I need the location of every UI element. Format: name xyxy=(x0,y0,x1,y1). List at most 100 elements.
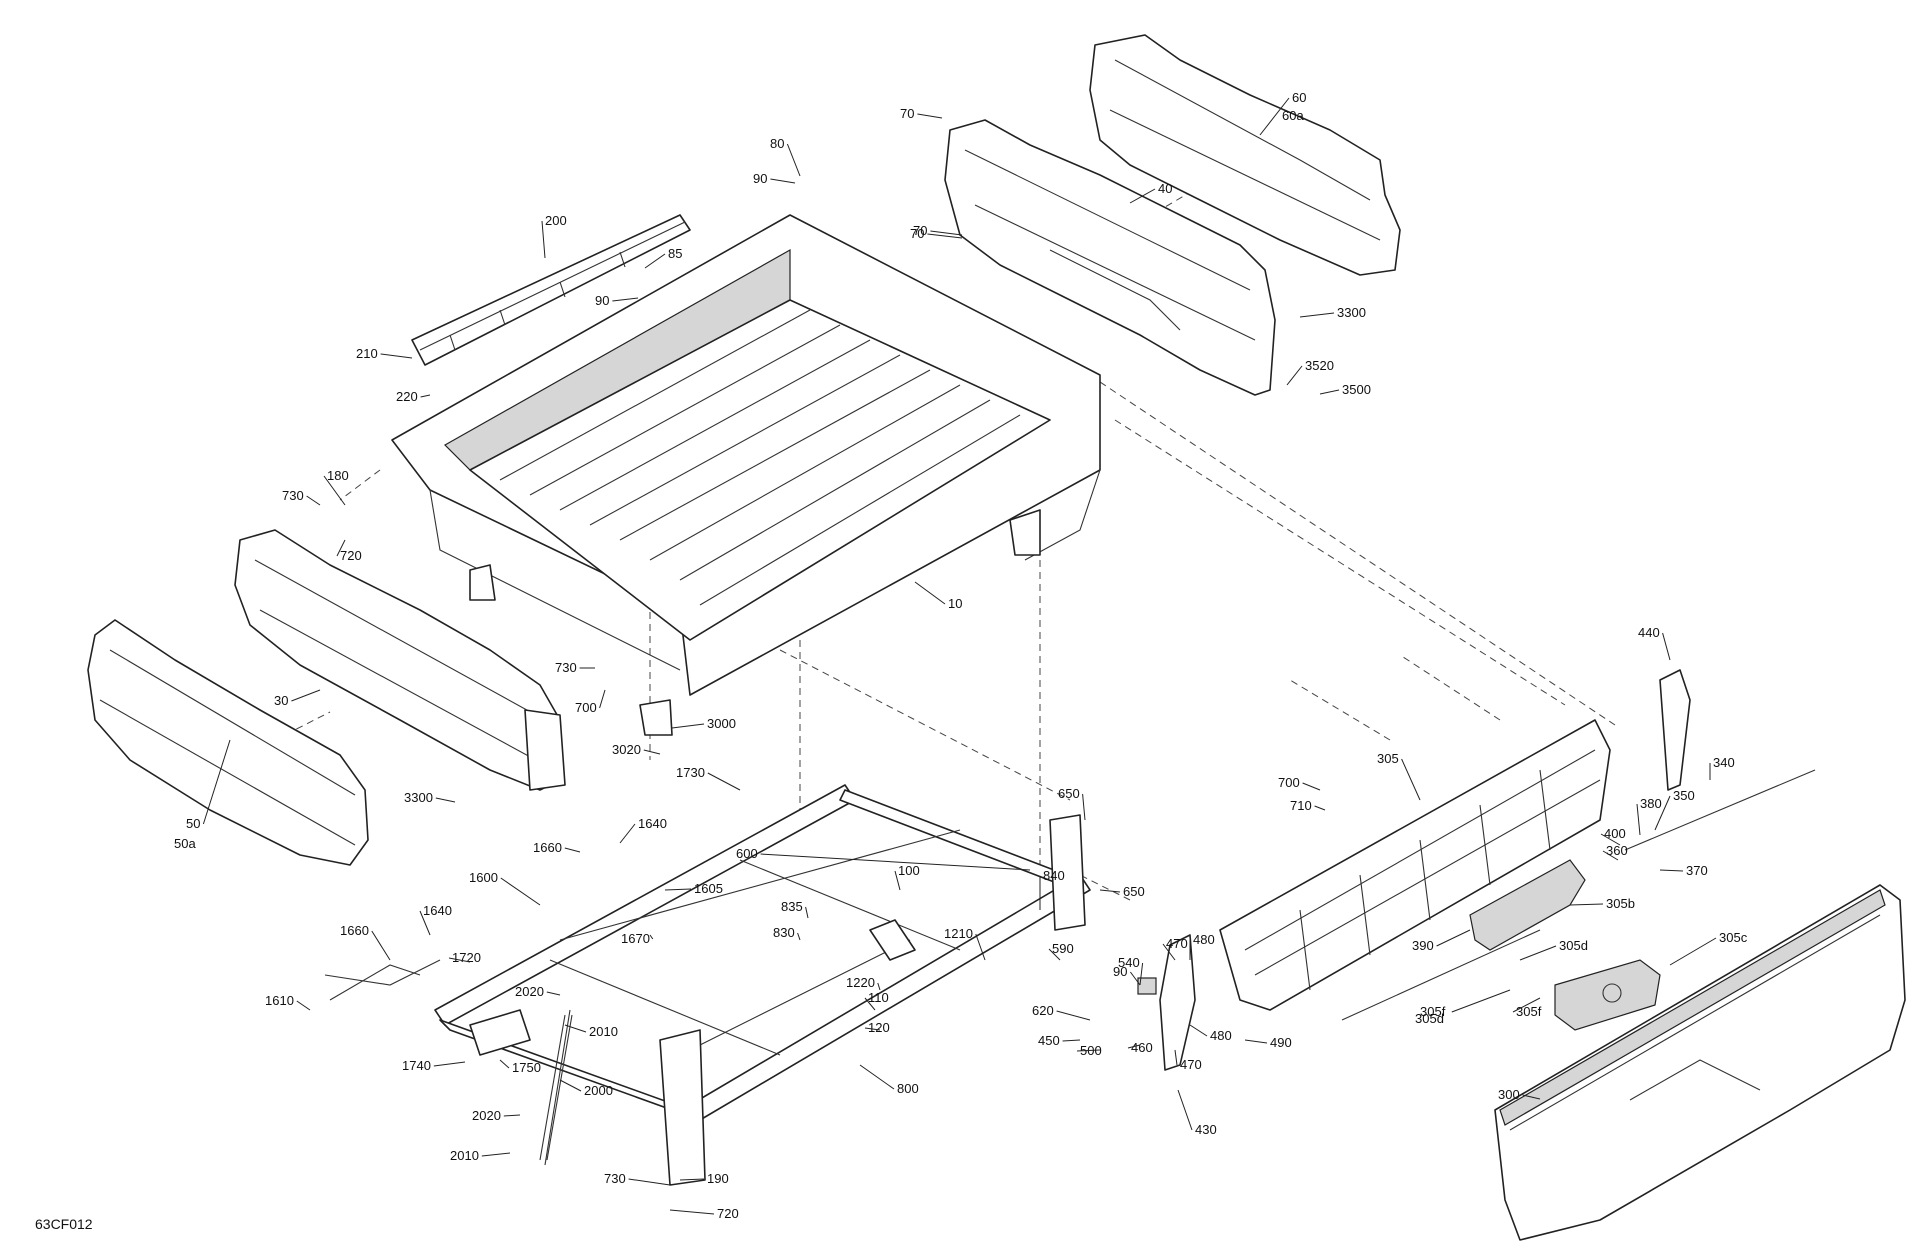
callout-leader-300 xyxy=(1522,1094,1541,1100)
callout-label-80: 80 xyxy=(770,136,784,151)
side-panel-inner-rear xyxy=(944,119,1276,396)
callout-label-1210: 1210 xyxy=(944,926,973,941)
callout-leader-700 xyxy=(599,689,606,709)
callout-label-200: 200 xyxy=(545,213,567,228)
callout-leader-835 xyxy=(805,906,809,919)
callout-label-3000: 3000 xyxy=(707,716,736,731)
callout-label-1670: 1670 xyxy=(621,931,650,946)
callout-leader-400 xyxy=(1600,833,1621,846)
callout-label-100: 100 xyxy=(898,863,920,878)
callout-leader-10 xyxy=(914,581,946,605)
callout-label-470: 470 xyxy=(1166,936,1188,951)
callout-label-3020: 3020 xyxy=(612,742,641,757)
callout-leader-800 xyxy=(859,1064,895,1090)
callout-leader-50 xyxy=(202,739,231,825)
callout-leader-2020 xyxy=(546,991,561,996)
callout-label-90: 90 xyxy=(1113,964,1127,979)
callout-label-70: 70 xyxy=(913,223,927,238)
callout-label-540: 540 xyxy=(1118,955,1140,970)
callout-leader-120 xyxy=(864,1027,881,1031)
callout-leader-730 xyxy=(628,1178,671,1186)
callout-label-305b: 305b xyxy=(1606,896,1635,911)
callout-labels: 708090200859021022018073072070305050a606… xyxy=(174,90,1748,1221)
callout-leader-305d xyxy=(1519,945,1557,961)
callout-label-1220: 1220 xyxy=(846,975,875,990)
callout-label-190: 190 xyxy=(707,1171,729,1186)
callout-label-710: 710 xyxy=(1290,798,1312,813)
callout-leader-90 xyxy=(1129,971,1141,986)
callout-label-50: 50 xyxy=(186,816,200,831)
callout-leader-220 xyxy=(420,394,431,398)
callout-label-40: 40 xyxy=(1158,181,1172,196)
callout-label-835: 835 xyxy=(781,899,803,914)
callout-leader-100 xyxy=(894,870,901,891)
callout-leader-70 xyxy=(930,230,963,236)
callout-leader-650 xyxy=(1082,793,1086,821)
callout-leader-1610 xyxy=(296,1000,311,1011)
hinge-bracket xyxy=(1159,934,1196,1071)
callout-leader-1730 xyxy=(707,772,741,791)
callout-label-85: 85 xyxy=(668,246,682,261)
tailgate-handle xyxy=(1554,959,1661,1031)
callout-leader-440 xyxy=(1662,632,1671,661)
callout-leader-1640 xyxy=(419,910,431,936)
callout-leader-1640 xyxy=(619,823,636,844)
callout-leader-2000 xyxy=(559,1079,582,1092)
callout-label-650: 650 xyxy=(1058,786,1080,801)
cargo-box xyxy=(391,214,1101,736)
callout-leader-1660 xyxy=(564,847,581,853)
callout-label-1720: 1720 xyxy=(452,950,481,965)
callout-leader-60 xyxy=(1259,97,1290,136)
callout-label-305f: 305f xyxy=(1420,1004,1446,1019)
callout-leader-305f xyxy=(1512,997,1541,1013)
callout-leader-90 xyxy=(612,297,639,302)
callout-leader-450 xyxy=(1062,1039,1081,1042)
callout-leader-1600 xyxy=(500,877,541,906)
callout-leader-720 xyxy=(669,1209,715,1215)
tailgate-inner-frame xyxy=(1219,719,1611,1011)
callout-label-1660: 1660 xyxy=(533,840,562,855)
diagram-code: 63CF012 xyxy=(35,1216,93,1232)
callout-label-50a: 50a xyxy=(174,836,196,851)
callout-label-1605: 1605 xyxy=(694,881,723,896)
callout-label-120: 120 xyxy=(868,1020,890,1035)
callout-label-3300: 3300 xyxy=(1337,305,1366,320)
callout-label-305c: 305c xyxy=(1719,930,1748,945)
callout-label-480: 480 xyxy=(1193,932,1215,947)
callout-label-305: 305 xyxy=(1377,751,1399,766)
callout-leader-305 xyxy=(1401,758,1421,801)
callout-leader-305b xyxy=(1569,903,1604,906)
callout-leader-110 xyxy=(864,997,876,1011)
callout-leader-720 xyxy=(336,539,346,557)
callout-label-60a: 60a xyxy=(1282,108,1304,123)
callout-leader-830 xyxy=(797,932,801,941)
callout-label-350: 350 xyxy=(1673,788,1695,803)
callout-leader-1740 xyxy=(433,1061,466,1067)
callout-label-400: 400 xyxy=(1604,826,1626,841)
callout-leader-2010 xyxy=(481,1152,511,1157)
callout-label-10: 10 xyxy=(948,596,962,611)
callout-label-460: 460 xyxy=(1131,1040,1153,1055)
bulkhead-rail xyxy=(411,214,691,366)
callout-leader-70 xyxy=(927,233,963,239)
frame xyxy=(329,784,1091,1186)
callout-label-450: 450 xyxy=(1038,1033,1060,1048)
callout-label-380: 380 xyxy=(1640,796,1662,811)
callout-leader-30 xyxy=(291,689,321,702)
callout-label-3500: 3500 xyxy=(1342,382,1371,397)
callout-label-370: 370 xyxy=(1686,863,1708,878)
callout-label-430: 430 xyxy=(1195,1122,1217,1137)
callout-label-650: 650 xyxy=(1123,884,1145,899)
callout-label-840: 840 xyxy=(1043,868,1065,883)
callout-leader-470 xyxy=(1162,943,1176,961)
callout-leader-3500 xyxy=(1319,389,1340,395)
callout-label-390: 390 xyxy=(1412,938,1434,953)
callout-label-620: 620 xyxy=(1032,1003,1054,1018)
callout-label-730: 730 xyxy=(555,660,577,675)
callout-label-700: 700 xyxy=(1278,775,1300,790)
callout-label-490: 490 xyxy=(1270,1035,1292,1050)
callout-leader-200 xyxy=(541,220,546,259)
callout-leader-620 xyxy=(1056,1010,1091,1021)
callout-leader-3000 xyxy=(671,723,705,729)
